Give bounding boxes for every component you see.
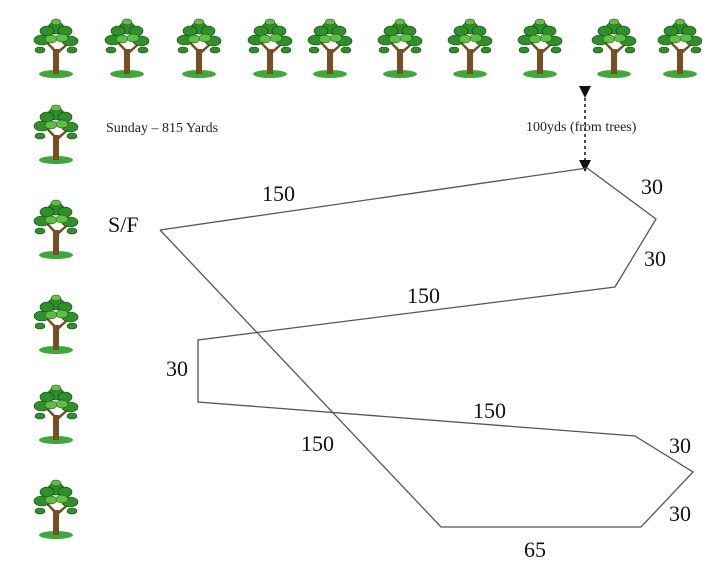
tree-icon — [33, 104, 79, 165]
tree-icon — [176, 18, 222, 79]
tree-icon — [447, 18, 493, 79]
tree-icon — [377, 18, 423, 79]
tree-icon — [33, 294, 79, 355]
segment-label: 30 — [641, 174, 663, 199]
segment-label: 30 — [644, 246, 666, 271]
tree-icon — [33, 199, 79, 260]
tree-icon — [33, 479, 79, 540]
segment-label: 150 — [262, 181, 295, 206]
segment-label: 30 — [669, 433, 691, 458]
tree-icon — [591, 18, 637, 79]
tree-icon — [657, 18, 702, 79]
tree-icon — [247, 18, 293, 79]
tree-icon — [104, 18, 150, 79]
tree-icon — [33, 18, 79, 79]
course-route — [159, 167, 695, 528]
segment-label: 30 — [669, 501, 691, 526]
segment-label: 30 — [166, 356, 188, 381]
distance-note: 100yds (from trees) — [526, 120, 637, 135]
segment-label: 150 — [473, 398, 506, 423]
segment-label: 150 — [407, 283, 440, 308]
segment-label: 65 — [524, 537, 546, 562]
tree-icon — [33, 384, 79, 445]
course-title: Sunday – 815 Yards — [106, 121, 218, 136]
tree-icon — [517, 18, 563, 79]
segment-label: 150 — [301, 431, 334, 456]
start-finish-label: S/F — [108, 212, 139, 237]
tree-icon — [307, 18, 353, 79]
